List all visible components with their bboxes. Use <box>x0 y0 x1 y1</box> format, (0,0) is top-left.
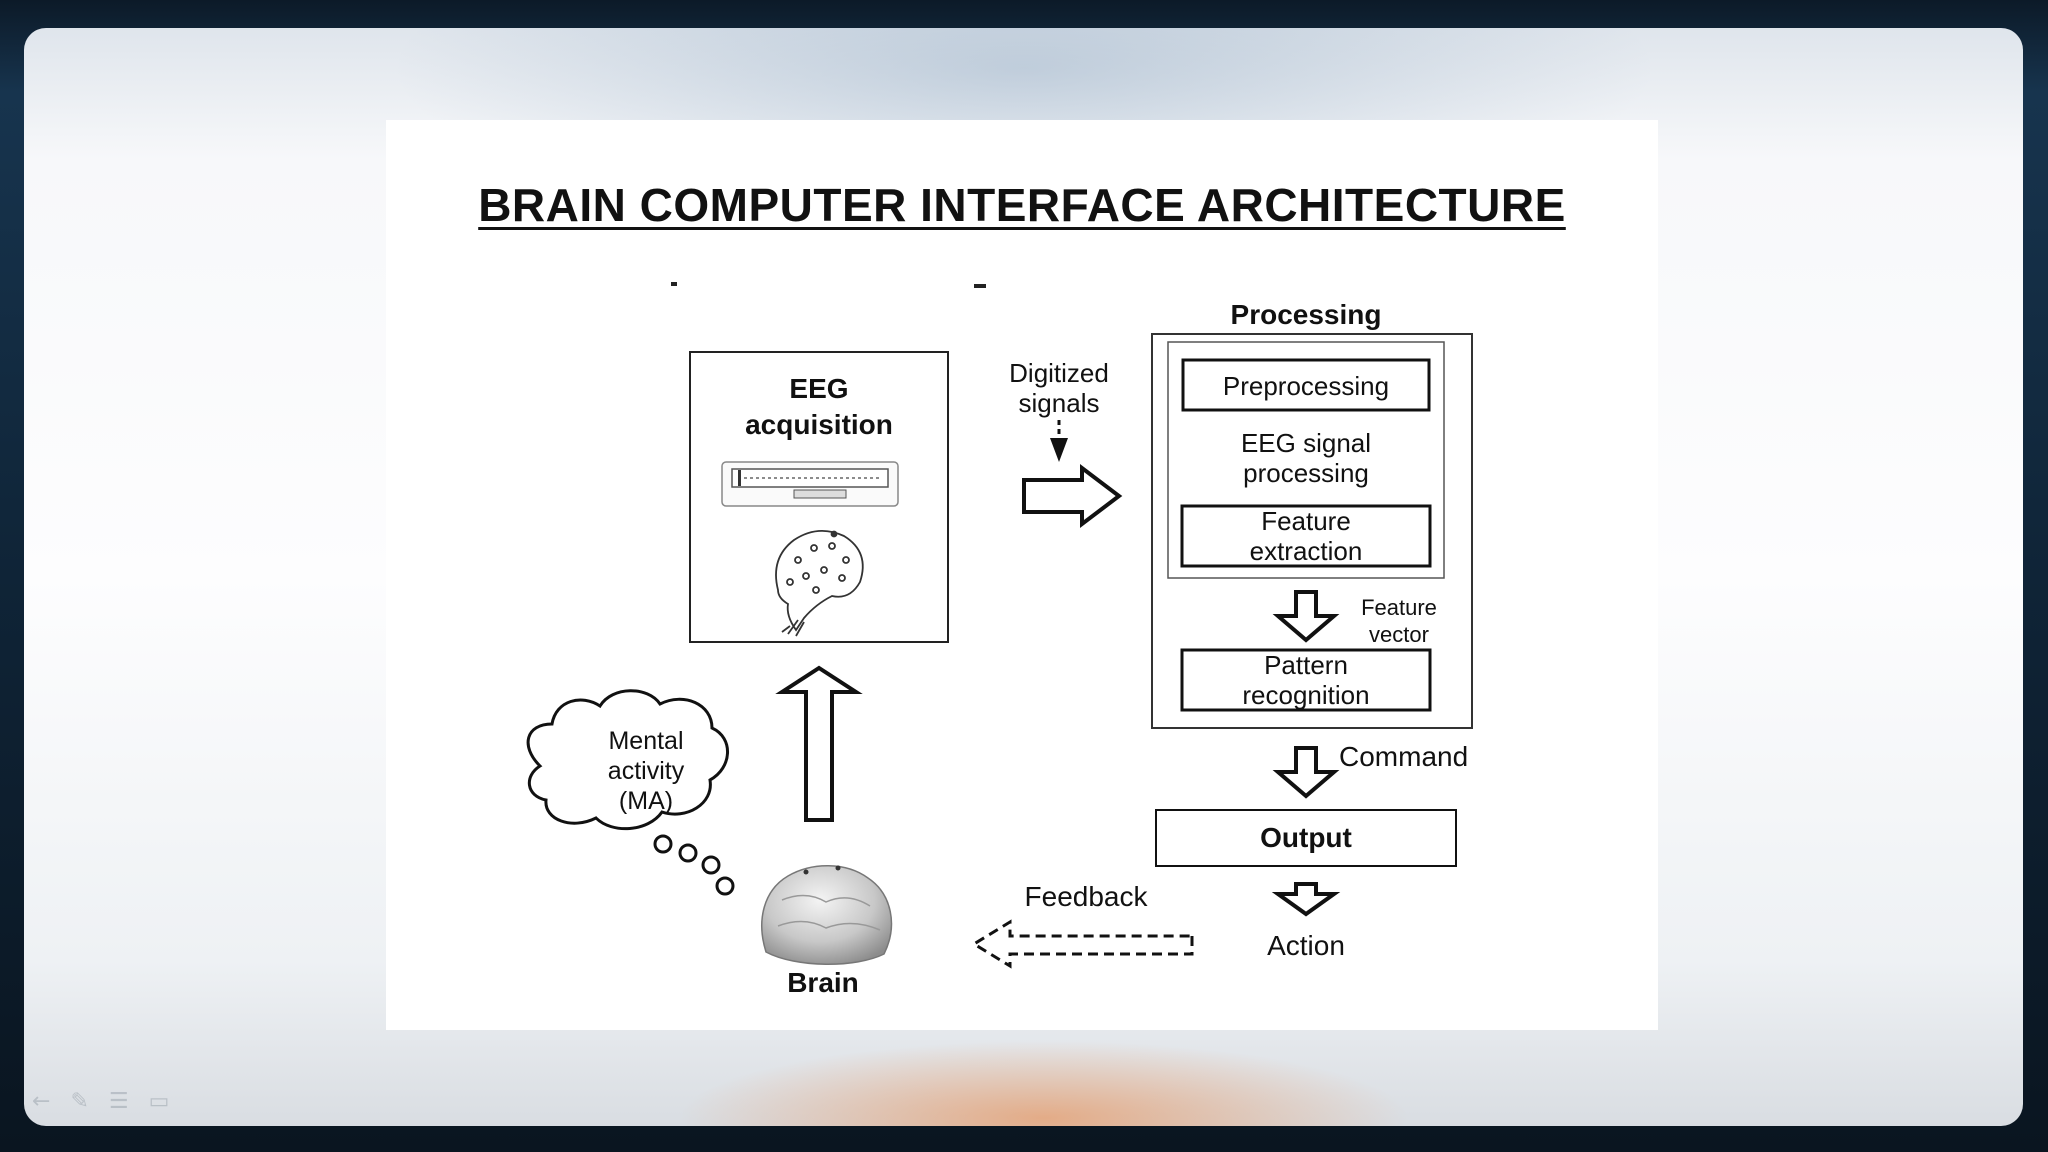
eeg-acquisition-label-2: acquisition <box>745 409 893 440</box>
brain-icon <box>761 865 893 965</box>
output-label: Output <box>1260 822 1352 853</box>
preprocessing-label: Preprocessing <box>1223 371 1389 401</box>
command-down-arrow <box>1272 746 1340 799</box>
digitized-signals-arrow <box>1050 420 1068 462</box>
action-down-arrow <box>1271 882 1341 917</box>
feature-vector-down-arrow <box>1272 590 1340 643</box>
thought-cloud-icon <box>526 689 735 896</box>
pattern-recognition-label-2: recognition <box>1242 680 1369 710</box>
preprocessing-box: Preprocessing <box>1181 358 1431 412</box>
text-fragment <box>974 284 986 288</box>
eeg-acquisition-label-1: EEG <box>789 373 848 404</box>
processing-box <box>1151 333 1473 729</box>
mental-activity-label-2: activity <box>608 757 685 785</box>
text-fragment <box>671 282 677 286</box>
digitized-signals-label-2: signals <box>1019 388 1100 418</box>
feature-extraction-box: Feature extraction <box>1180 504 1432 568</box>
pen-icon[interactable]: ✎ <box>70 1089 89 1114</box>
feature-vector-label-1: Feature <box>1361 595 1437 620</box>
feature-vector-label-2: vector <box>1369 622 1429 647</box>
eeg-signal-processing-label-2: processing <box>1243 458 1369 488</box>
presentation-frame: BRAIN COMPUTER INTERFACE ARCHITECTURE EE… <box>24 28 2023 1126</box>
bci-architecture-diagram: EEG acquisition <box>526 282 1473 998</box>
slide-icon[interactable]: ▭ <box>148 1089 170 1114</box>
eeg-signal-processing-box <box>1167 341 1445 579</box>
signal-flow-right-arrow <box>1022 463 1123 529</box>
feature-extraction-label-1: Feature <box>1261 506 1351 536</box>
command-label: Command <box>1339 741 1468 772</box>
eeg-amplifier-icon <box>721 461 899 507</box>
output-box: Output <box>1155 809 1457 867</box>
mental-activity-label-1: Mental <box>608 727 683 755</box>
feedback-label: Feedback <box>1025 881 1149 912</box>
eeg-signal-processing-label-1: EEG signal <box>1241 428 1371 458</box>
brain-to-eeg-up-arrow <box>775 665 863 822</box>
processing-title: Processing <box>1231 299 1382 330</box>
feature-extraction-label-2: extraction <box>1250 536 1363 566</box>
slide: BRAIN COMPUTER INTERFACE ARCHITECTURE EE… <box>386 120 1658 1030</box>
back-arrow-icon[interactable]: ← <box>32 1089 51 1114</box>
pattern-recognition-box: Pattern recognition <box>1180 648 1432 712</box>
menu-icon[interactable]: ☰ <box>108 1089 129 1114</box>
slide-title: BRAIN COMPUTER INTERFACE ARCHITECTURE <box>478 179 1566 231</box>
slideshow-nav: ← ✎ ☰ ▭ <box>32 1089 169 1114</box>
pattern-recognition-label-1: Pattern <box>1264 650 1348 680</box>
brain-label: Brain <box>787 967 859 998</box>
feedback-left-arrow <box>971 919 1194 969</box>
mental-activity-label-3: (MA) <box>619 787 673 815</box>
electrode-cap-icon <box>775 530 864 637</box>
digitized-signals-label-1: Digitized <box>1009 358 1109 388</box>
action-label: Action <box>1267 930 1345 961</box>
eeg-acquisition-box: EEG acquisition <box>689 351 949 643</box>
